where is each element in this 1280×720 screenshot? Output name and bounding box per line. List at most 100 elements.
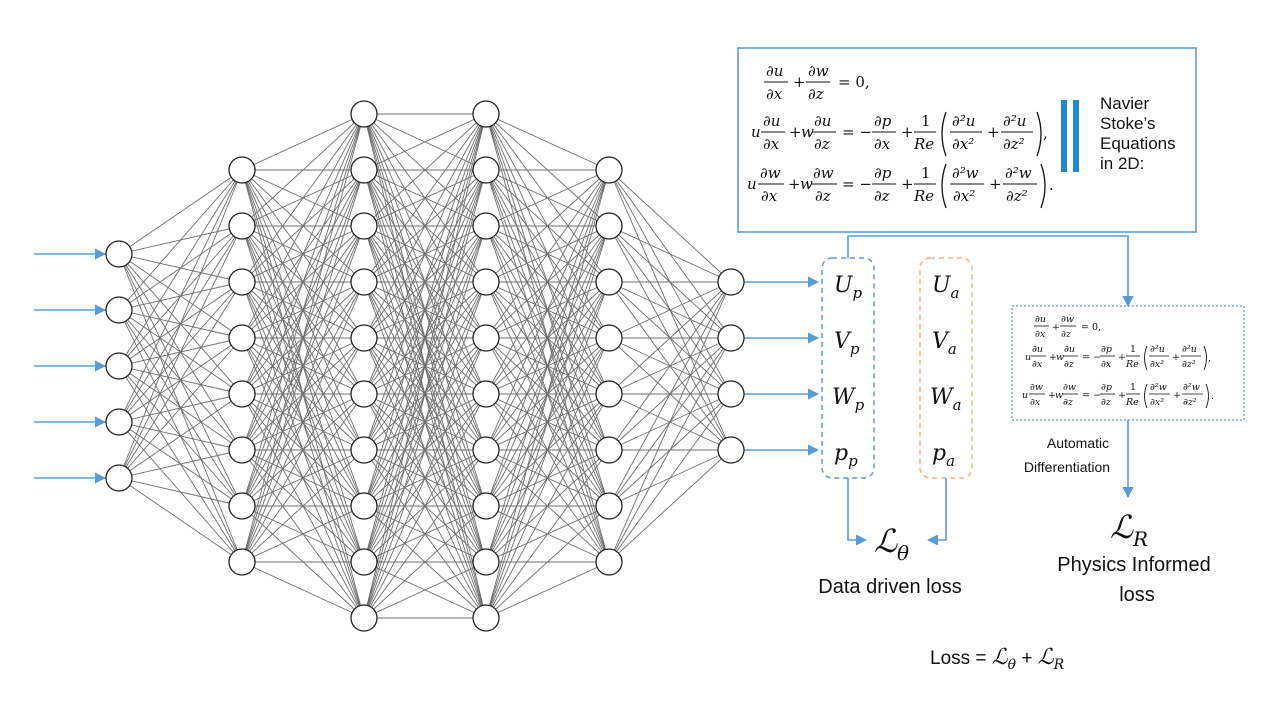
network-node-layer-3 [350,100,378,128]
network-node-layer-4 [472,268,500,296]
network-nodes [105,100,745,632]
pred-w: Wp [832,385,865,414]
network-edge [363,113,487,283]
total-loss-equation: Loss = ℒθ + ℒR [930,645,1065,673]
network-node-layer-2 [228,156,256,184]
act-w: Wa [930,385,962,414]
eq2-dz2: ∂z² [1003,135,1025,153]
network-edge [118,477,243,563]
eq3-re: Re [913,187,934,205]
network-edge [118,169,243,367]
s-eq3-dz1: ∂z [1063,397,1074,408]
eq2-comma: , [1043,124,1048,142]
network-edge [363,113,487,339]
eq3-plus1: + [788,175,801,193]
s-eq2-plus2: + [1118,352,1126,363]
act-p: pa [932,441,955,470]
network-node-layer-4 [472,100,500,128]
s-eq2-dz2: ∂z² [1182,359,1196,370]
network-node-layer-2 [228,492,256,520]
network-edge [363,113,487,563]
s-eq3-d2w1: ∂²w [1150,382,1167,393]
network-node-layer-2 [228,548,256,576]
network-edge [241,113,365,171]
eq1-du: ∂u [766,62,783,80]
s-eq1-dw: ∂w [1061,314,1074,325]
eq3-dw2: ∂w [813,164,834,182]
s-eq3-dx2: ∂x² [1150,397,1164,408]
input-arrows [34,248,107,484]
eq3-one: 1 [921,164,931,182]
network-edge [363,281,487,619]
eq2-du1: ∂u [763,112,780,130]
network-edge [485,225,610,619]
network-node-layer-6 [717,324,745,352]
act-v: Va [932,329,957,358]
s-eq3-plus1: + [1048,390,1056,401]
network-edge [363,337,487,619]
s-eq2-comma: , [1208,353,1211,364]
network-edge [118,169,243,479]
eq2-d2u2: ∂²u [1003,112,1026,130]
network-node-layer-5 [595,492,623,520]
s-eq3-plus2: + [1118,390,1126,401]
network-node-layer-3 [350,604,378,632]
arrow-actual-to-loss [926,478,947,546]
network-node-layer-5 [595,548,623,576]
network-node-layer-2 [228,212,256,240]
s-eq2-dp: ∂p [1101,344,1112,355]
network-edge [608,393,732,563]
network-edge [118,169,243,423]
network-edge [608,225,732,283]
network-node-layer-1 [105,296,133,324]
network-edge [118,225,243,479]
physics-loss-line-1: Physics Informed [1057,554,1210,576]
loss-r: ℒR [1110,508,1148,551]
s-eq1-eq: = 0, [1081,322,1101,333]
network-edge [241,281,365,563]
network-node-layer-6 [717,436,745,464]
eq3-dw1: ∂w [760,164,781,182]
eq2-u: u [751,123,761,141]
network-edge [241,113,365,339]
eq2-plus2: + [901,123,914,141]
network-edge [118,169,243,255]
network-edge [241,449,365,563]
network-edge [608,169,732,283]
s-eq2-dx1: ∂x [1032,359,1043,370]
network-edge [485,393,610,619]
network-node-layer-4 [472,156,500,184]
eq2-dx2b: ∂x² [952,135,974,153]
s-eq2-dx2b: ∂x² [1150,359,1164,370]
eq3-dz2b: ∂z² [1006,187,1028,205]
network-edge [608,281,732,395]
connector-to-residual [847,235,1134,308]
s-eq3-dw2: ∂w [1063,382,1076,393]
automatic-differentiation-label: Automatic Differentiation [1024,435,1110,475]
network-edge [363,113,487,619]
network-edge [608,281,732,339]
eq3-period: . [1049,176,1054,194]
network-edge [241,225,365,563]
s-eq3-d2w2: ∂²w [1183,382,1200,393]
network-edge [363,113,487,451]
network-edge [363,169,487,619]
s-eq2-du1: ∂u [1032,344,1043,355]
network-node-layer-5 [595,380,623,408]
network-edge [608,281,732,507]
loss-theta: ℒθ [874,522,909,565]
network-node-layer-4 [472,548,500,576]
network-edge [363,113,487,395]
s-eq3-dp: ∂p [1101,382,1112,393]
network-edge [241,505,365,563]
network-edge [118,449,243,479]
network-node-layer-3 [350,436,378,464]
s-eq3-dx1: ∂x [1030,397,1041,408]
network-edge [485,169,610,619]
network-edge [241,393,365,563]
network-node-layer-2 [228,436,256,464]
network-edge [485,113,610,171]
network-node-layer-1 [105,240,133,268]
eq3-d2w2: ∂²w [1005,164,1032,182]
